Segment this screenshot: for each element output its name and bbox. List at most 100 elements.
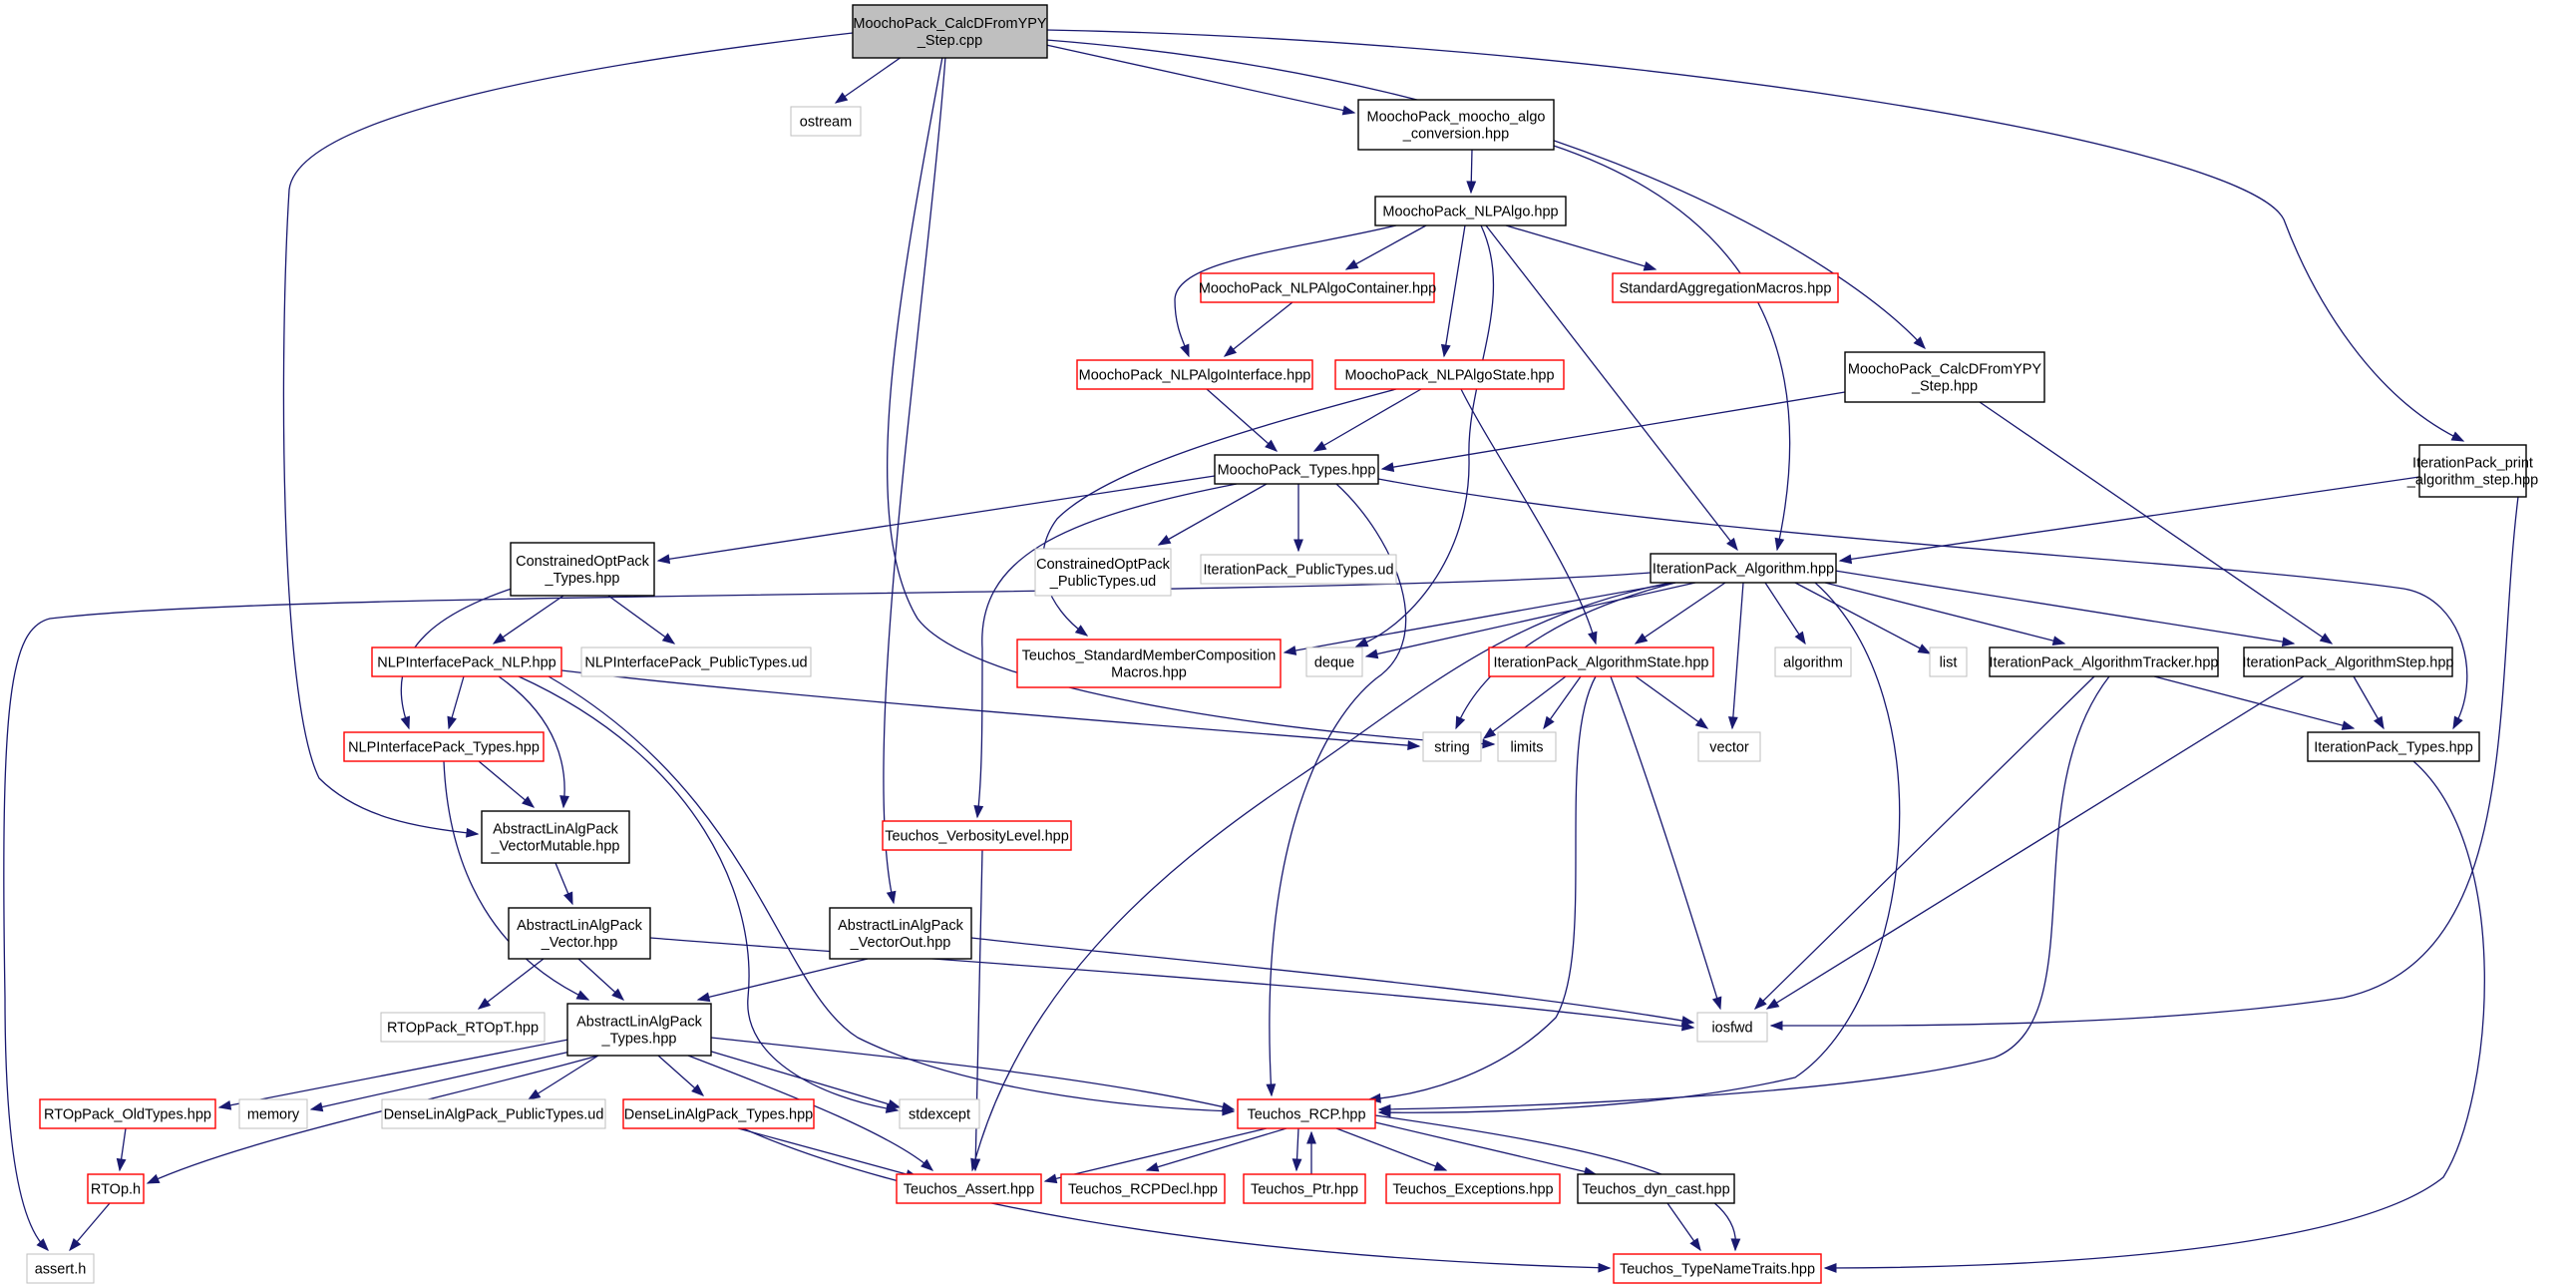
- edge-nlpalgointerface-to-moocho_types: [1206, 388, 1279, 452]
- edge-arrowhead: [1634, 633, 1649, 644]
- edge-line: [1381, 391, 1846, 470]
- node-nlpinterface_nlp[interactable]: NLPInterfacePack_NLP.hpp: [371, 646, 562, 677]
- node-nlpalgointerface[interactable]: MoochoPack_NLPAlgoInterface.hpp: [1076, 359, 1313, 390]
- node-teuchos_exceptions[interactable]: Teuchos_Exceptions.hpp: [1385, 1173, 1561, 1204]
- node-algorithmtracker[interactable]: IterationPack_AlgorithmTracker.hpp: [1989, 646, 2219, 677]
- node-vector[interactable]: vector: [1697, 731, 1761, 762]
- edge-arrowhead: [522, 795, 536, 808]
- node-teuchos_dyn_cast[interactable]: Teuchos_dyn_cast.hpp: [1577, 1173, 1735, 1204]
- edge-arrowhead: [1689, 1237, 1701, 1252]
- node-label: MoochoPack_Types.hpp: [1218, 463, 1376, 479]
- node-print_algorithm_step[interactable]: IterationPack_print_algorithm_step.hpp: [2406, 444, 2538, 498]
- node-iterationpack_algorithmstate[interactable]: IterationPack_AlgorithmState.hpp: [1488, 646, 1714, 677]
- node-rtop_h[interactable]: RTOp.h: [87, 1173, 145, 1204]
- node-calcdfromypy_hpp[interactable]: MoochoPack_CalcDFromYPY_Step.hpp: [1844, 351, 2045, 403]
- node-vectormutable[interactable]: AbstractLinAlgPack_VectorMutable.hpp: [481, 810, 630, 864]
- node-alap_types[interactable]: AbstractLinAlgPack_Types.hpp: [566, 1003, 712, 1057]
- node-nlpalgocontainer[interactable]: MoochoPack_NLPAlgoContainer.hpp: [1199, 272, 1436, 303]
- node-iterationpack_publictypes[interactable]: IterationPack_PublicTypes.ud: [1200, 554, 1397, 585]
- edge-arrowhead: [1440, 343, 1451, 358]
- node-root[interactable]: MoochoPack_CalcDFromYPY_Step.cpp: [852, 4, 1048, 59]
- edge-line: [443, 760, 589, 1001]
- node-label: Teuchos_dyn_cast.hpp: [1582, 1182, 1729, 1198]
- edge-arrowhead: [1455, 715, 1466, 730]
- node-nlpinterface_types[interactable]: NLPInterfacePack_Types.hpp: [343, 731, 545, 762]
- edge-line: [478, 760, 535, 808]
- edge-nlpalgostate-to-moocho_types: [1312, 388, 1422, 452]
- node-algorithmstep[interactable]: IterationPack_AlgorithmStep.hpp: [2243, 646, 2454, 677]
- edge-line: [1378, 582, 1901, 1113]
- node-nlpalgostate[interactable]: MoochoPack_NLPAlgoState.hpp: [1334, 359, 1565, 390]
- node-standardaggregation[interactable]: StandardAggregationMacros.hpp: [1612, 272, 1839, 303]
- edge-line: [886, 56, 1495, 745]
- edge-line: [1979, 401, 2333, 644]
- edge-arrowhead: [661, 633, 676, 644]
- node-box: [2307, 731, 2480, 762]
- edge-algorithmtracker-to-iosfwd: [1753, 675, 2095, 1010]
- edge-arrowhead: [2051, 636, 2066, 645]
- node-teuchos_standardmember[interactable]: Teuchos_StandardMemberCompositionMacros.…: [1016, 639, 1282, 688]
- edge-teuchos_rcp-to-teuchos_ptr: [1291, 1127, 1302, 1172]
- node-assert_h[interactable]: assert.h: [26, 1253, 95, 1284]
- node-teuchos_rcp[interactable]: Teuchos_RCP.hpp: [1237, 1098, 1376, 1129]
- edge-line: [742, 1127, 1611, 1269]
- node-ostream[interactable]: ostream: [790, 106, 862, 137]
- node-moocho_types[interactable]: MoochoPack_Types.hpp: [1214, 454, 1379, 485]
- edge-alap_types-to-rtoppack_oldtypes: [217, 1037, 579, 1110]
- node-box: [39, 1098, 216, 1129]
- node-box: [1422, 731, 1482, 762]
- edge-nlpinterface_nlp-to-nlpinterface_types: [447, 675, 465, 730]
- edge-moocho_types-to-iterationpack_publictypes: [1293, 484, 1303, 553]
- node-alap_vectorout[interactable]: AbstractLinAlgPack_VectorOut.hpp: [829, 907, 972, 960]
- edge-teuchos_rcp-to-teuchos_dyn_cast: [1374, 1121, 1598, 1177]
- edge-moocho_types-to-verbositylevel: [973, 483, 1238, 819]
- edge-line: [528, 1055, 599, 1100]
- node-nlpalgo[interactable]: MoochoPack_NLPAlgo.hpp: [1374, 196, 1567, 226]
- node-label: RTOpPack_OldTypes.hpp: [44, 1107, 211, 1123]
- node-deque[interactable]: deque: [1305, 646, 1363, 677]
- node-label: IterationPack_Types.hpp: [2314, 740, 2473, 756]
- node-label: MoochoPack_moocho_algo: [1367, 110, 1546, 126]
- edge-moocho_types-to-iterationpack_types: [1377, 478, 2468, 730]
- node-limits[interactable]: limits: [1497, 731, 1557, 762]
- node-label: AbstractLinAlgPack: [838, 918, 963, 934]
- edge-nlpalgo-to-iterationpack_algorithm: [1485, 224, 1738, 552]
- edge-line: [835, 56, 903, 104]
- node-nlpinterface_publictypes[interactable]: NLPInterfacePack_PublicTypes.ud: [580, 646, 812, 677]
- node-teuchos_typenametraits[interactable]: Teuchos_TypeNameTraits.hpp: [1613, 1253, 1822, 1284]
- node-label: deque: [1314, 655, 1354, 671]
- node-box: [380, 1012, 546, 1043]
- edge-line: [1146, 1127, 1288, 1171]
- node-algorithm[interactable]: algorithm: [1774, 646, 1852, 677]
- node-constrainedopt_publictypes[interactable]: ConstrainedOptPack_PublicTypes.ud: [1034, 548, 1172, 597]
- node-iterationpack_algorithm[interactable]: IterationPack_Algorithm.hpp: [1650, 553, 1837, 584]
- node-rtoppack_rtopt[interactable]: RTOpPack_RTOpT.hpp: [380, 1012, 546, 1043]
- edge-line: [687, 1055, 933, 1171]
- edge-line: [1377, 478, 2468, 729]
- edge-alap_types-to-memory: [309, 1047, 589, 1112]
- node-alap_vector[interactable]: AbstractLinAlgPack_Vector.hpp: [508, 907, 651, 960]
- node-iosfwd[interactable]: iosfwd: [1696, 1012, 1768, 1043]
- node-stdexcept[interactable]: stdexcept: [899, 1098, 980, 1129]
- node-teuchos_assert[interactable]: Teuchos_Assert.hpp: [896, 1173, 1042, 1204]
- node-iterationpack_types[interactable]: IterationPack_Types.hpp: [2307, 731, 2480, 762]
- node-string[interactable]: string: [1422, 731, 1482, 762]
- node-densealg_types[interactable]: DenseLinAlgPack_Types.hpp: [622, 1098, 815, 1129]
- node-densealg_publictypes[interactable]: DenseLinAlgPack_PublicTypes.ud: [381, 1098, 606, 1129]
- node-teuchos_rcpdecl[interactable]: Teuchos_RCPDecl.hpp: [1060, 1173, 1226, 1204]
- node-constrainedopt_types[interactable]: ConstrainedOptPack_Types.hpp: [510, 542, 655, 597]
- node-moocho_algo_conversion[interactable]: MoochoPack_moocho_algo_conversion.hpp: [1357, 99, 1555, 151]
- edge-line: [1206, 388, 1278, 452]
- edge-alap_types-to-stdexcept: [697, 1047, 902, 1109]
- edge-arrowhead: [559, 795, 569, 809]
- node-box: [481, 810, 630, 864]
- node-memory[interactable]: memory: [238, 1098, 308, 1129]
- edge-constrainedopt_types-to-nlpinterface_publictypes: [607, 595, 676, 644]
- node-label: Teuchos_Ptr.hpp: [1251, 1182, 1358, 1198]
- node-list[interactable]: list: [1929, 646, 1968, 677]
- node-label: IterationPack_Algorithm.hpp: [1653, 562, 1834, 578]
- edge-arrowhead: [2373, 715, 2385, 730]
- node-rtoppack_oldtypes[interactable]: RTOpPack_OldTypes.hpp: [39, 1098, 216, 1129]
- node-verbositylevel[interactable]: Teuchos_VerbosityLevel.hpp: [882, 820, 1072, 851]
- node-teuchos_ptr[interactable]: Teuchos_Ptr.hpp: [1243, 1173, 1366, 1204]
